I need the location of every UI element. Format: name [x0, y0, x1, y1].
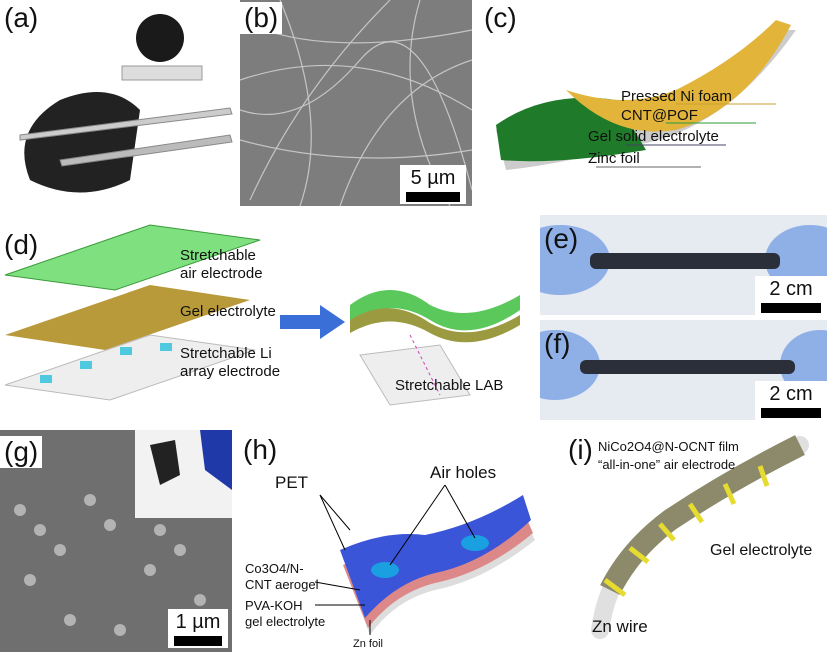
panel-label: (c): [480, 2, 521, 34]
scale-bar: 2 cm: [755, 381, 827, 420]
scale-bar: 2 cm: [755, 276, 827, 315]
cathode-label: Co3O4/N-: [245, 561, 304, 576]
electrode-label: “all-in-one” air electrode: [598, 457, 736, 472]
layer-label: Gel electrolyte: [180, 303, 276, 320]
sem-image-particles: [14, 430, 232, 636]
scale-label: 2 cm: [769, 383, 813, 405]
panel-label: (i): [568, 434, 593, 465]
panel-h: (h) Air holes PET Co3O4/N- CNT aerogel P…: [235, 430, 555, 652]
panel-label: (e): [544, 223, 579, 254]
electrolyte-label: PVA-KOH: [245, 598, 303, 613]
panel-c: (c) Pressed Ni foam CNT@POF Gel solid el…: [476, 0, 827, 206]
film-label: NiCo2O4@N-OCNT film: [598, 439, 739, 454]
layer-label: Gel solid electrolyte: [588, 128, 719, 145]
pet-label: PET: [275, 473, 309, 492]
device-label: Stretchable LAB: [395, 377, 504, 394]
air-holes-label: Air holes: [430, 463, 497, 482]
panel-d: (d) Stretchable air electrode Gel electr…: [0, 215, 535, 420]
layer-label: air electrode: [180, 265, 263, 282]
layer-label: CNT@POF: [621, 107, 698, 124]
electrolyte-label: Gel electrolyte: [710, 542, 813, 559]
scale-label: 5 µm: [410, 167, 456, 189]
panel-g: (g) 1 µm: [0, 430, 232, 652]
fiber-battery-illustration: [591, 435, 809, 639]
layer-label: Pressed Ni foam: [621, 88, 732, 105]
panel-label: (h): [243, 434, 278, 465]
cnt-film-photo: [19, 14, 233, 193]
scale-bar: 5 µm: [400, 165, 466, 204]
stretchable-battery-diagram: [4, 224, 520, 406]
panel-a: (a): [0, 0, 236, 206]
panel-label: (f): [544, 328, 571, 359]
panel-e: (e) 2 cm: [540, 215, 827, 315]
scale-label: 2 cm: [769, 278, 813, 300]
panel-label: (g): [0, 436, 43, 468]
cathode-label: CNT aerogel: [245, 577, 319, 592]
layer-label: Stretchable Li: [180, 345, 272, 362]
panel-b: (b) 5 µm: [240, 0, 472, 206]
scale-bar: 1 µm: [168, 609, 228, 648]
panel-f: (f) 2 cm: [540, 320, 827, 420]
battery-layer-illustration: [496, 20, 796, 170]
wire-label: Zn wire: [592, 617, 648, 636]
scale-label: 1 µm: [175, 611, 221, 633]
panel-label: (d): [4, 229, 39, 260]
layer-label: Stretchable: [180, 247, 256, 264]
panel-label: (b): [240, 2, 283, 34]
layer-label: array electrode: [180, 363, 281, 380]
layer-label: Zinc foil: [588, 150, 640, 167]
sem-image-fibers: [240, 0, 472, 206]
anode-label: Zn foil: [353, 638, 383, 650]
flexible-battery-layers: [314, 484, 535, 635]
panel-label: (a): [0, 2, 43, 34]
panel-i: (i) NiCo2O4@N-OCNT film “all-in-one” air…: [560, 430, 827, 652]
electrolyte-label: gel electrolyte: [245, 614, 326, 629]
